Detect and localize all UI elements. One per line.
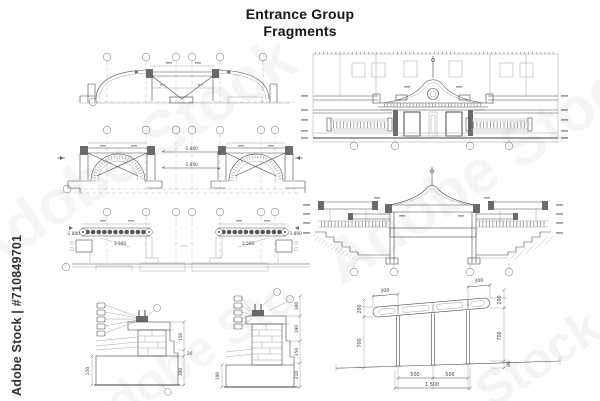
dim-label: 300 bbox=[380, 288, 390, 295]
grid-bubbles-row bbox=[61, 207, 280, 272]
wall-detail-left: 150 150 20 300 bbox=[85, 302, 193, 396]
handrail-posts bbox=[394, 310, 472, 367]
level-label: -1.800 bbox=[66, 231, 80, 237]
dim-label: 150 bbox=[85, 367, 91, 375]
dim-label: 20 bbox=[187, 351, 193, 357]
callout-boxes bbox=[96, 302, 106, 337]
dim-label: 3.500 bbox=[242, 241, 255, 247]
dim-label: 3.500 bbox=[114, 241, 127, 247]
handrail-rail bbox=[372, 297, 490, 318]
grid-bubbles-row bbox=[349, 263, 514, 277]
sheet-title: Entrance Group Fragments bbox=[0, 6, 600, 39]
plan-fragment-canopy bbox=[79, 52, 295, 107]
sheet-title-line1: Entrance Group bbox=[245, 6, 355, 22]
plan-fragment-balusters: 3.500 -1.800 3.500 -1.800 bbox=[61, 207, 310, 272]
plan-fragment-arches: -1.800 -1.800 bbox=[57, 125, 306, 194]
dim-label: 350 bbox=[294, 348, 300, 356]
dim-label: -1.800 bbox=[184, 146, 198, 152]
elevation-front bbox=[301, 51, 568, 151]
handrail-detail: 300 300 200 700 200 700 80 500 500 bbox=[335, 278, 561, 390]
dim-label: 200 bbox=[497, 295, 503, 304]
wall-detail-middle: 190 300 190 350 210 bbox=[215, 288, 302, 389]
dim-label: 1 500 bbox=[425, 382, 439, 388]
dim-label: 500 bbox=[410, 372, 419, 378]
dim-label: 700 bbox=[357, 338, 363, 347]
dim-label: 190 bbox=[294, 325, 300, 333]
dim-label: -1.800 bbox=[184, 162, 198, 168]
dim-label: 500 bbox=[445, 372, 454, 378]
dim-label: 300 bbox=[474, 278, 484, 285]
callout-boxes bbox=[233, 295, 243, 330]
dim-label: 300 bbox=[294, 302, 300, 310]
dim-label: 200 bbox=[357, 304, 363, 313]
sheet-title-line2: Fragments bbox=[263, 22, 337, 39]
dim-label: 210 bbox=[294, 371, 300, 379]
dim-label: 80 bbox=[506, 361, 512, 367]
dim-label: 300 bbox=[178, 368, 184, 376]
dim-label: 190 bbox=[215, 372, 221, 380]
dim-label: 700 bbox=[497, 331, 503, 340]
section-drawing bbox=[303, 167, 563, 277]
grid-bubbles-row bbox=[349, 138, 514, 151]
stock-id-watermark: Adobe Stock | #710849701 bbox=[10, 234, 24, 396]
dim-label: 150 bbox=[178, 333, 184, 341]
grid-bubbles-row bbox=[88, 52, 268, 107]
grid-bubbles-row bbox=[62, 125, 280, 194]
level-label: -1.800 bbox=[288, 231, 302, 237]
